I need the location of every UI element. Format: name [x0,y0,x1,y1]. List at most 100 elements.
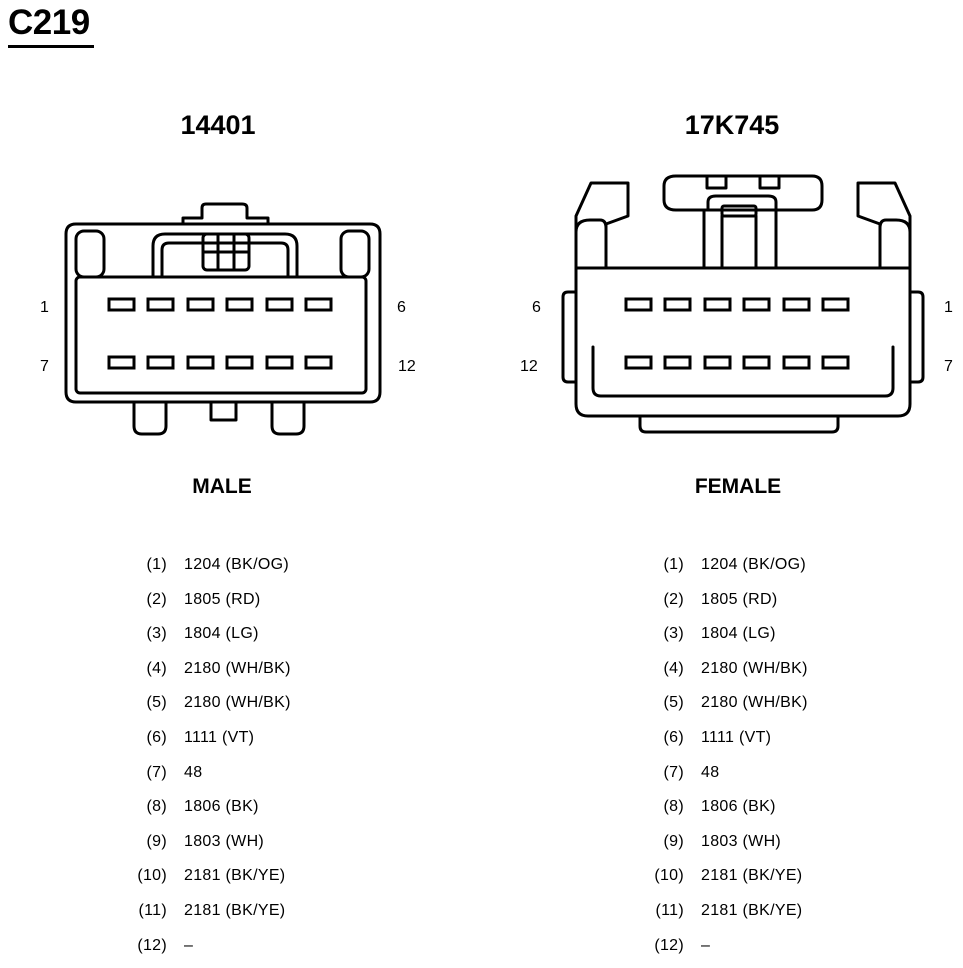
pin-circuit: 1204 (BK/OG) [701,556,806,573]
female-pin-cavity [742,297,771,312]
female-pin-label-bottom-left: 12 [520,358,538,375]
female-top-latch [662,174,824,212]
female-pin-row: (10) 2181 (BK/YE) [654,864,808,899]
female-pin-row: (4) 2180 (WH/BK) [664,657,808,692]
female-pin-cavity [624,297,653,312]
pin-number: (9) [663,832,684,850]
pin-circuit: 1111 (VT) [184,728,255,746]
pin-number: (9) [146,832,167,850]
male-pin-label-top-left: 1 [40,299,49,316]
pin-number: (12) [137,936,167,954]
pin-number: (6) [663,728,684,746]
pin-circuit: 2180 (WH/BK) [701,694,808,712]
pin-circuit: 1803 (WH) [184,832,265,850]
female-pin-cavity [703,355,732,370]
pin-circuit: 48 [701,763,720,781]
male-pin-row: (8) 1806 (BK) [147,795,291,830]
pin-circuit: 2180 (WH/BK) [184,694,291,712]
pin-number: (8) [663,798,684,816]
female-pin-row: (11)2181 (BK/YE) [656,899,808,934]
pin-circuit: – [184,936,194,954]
male-pin-row: (4)2180 (WH/BK) [147,657,291,692]
pin-number: (5) [663,694,684,712]
title-underline [8,45,94,48]
male-pin-cavity [304,297,333,312]
male-pin-row: (6)1111 (VT) [147,726,291,761]
male-center-arch-inner [160,241,290,279]
pin-number: (3) [663,625,684,643]
male-connector-diagram [64,202,382,436]
male-pin-label-bottom-right: 12 [398,358,416,375]
male-pin-label-top-right: 6 [397,299,406,316]
pin-number: (7) [146,763,167,781]
pin-circuit: 2181 (BK/YE) [184,901,286,919]
male-left-foot [132,400,168,436]
female-pin-row: (9) 1803 (WH) [664,830,808,865]
female-pin-cavity [782,355,811,370]
female-pin-cavity-panel [591,345,895,398]
male-label: MALE [192,475,252,498]
female-connector-diagram [561,174,925,434]
pin-number: (2) [146,590,167,608]
female-pin-row: (7) 48 [664,761,808,796]
pin-circuit: 2181 (BK/YE) [701,867,803,885]
female-pin-row: (6)1111 (VT) [664,726,808,761]
female-pin-cavity [821,297,850,312]
male-pin-cavity [186,297,215,312]
female-part-number: 17K745 [684,110,780,140]
male-pin-cavities [107,297,333,370]
pin-circuit: 2180 (WH/BK) [701,659,808,677]
female-pin-label-top-right: 1 [944,299,953,316]
pin-circuit: 1806 (BK) [701,798,776,816]
male-pin-list: (1)1204 (BK/OG)(2)1805 (RD)(3)1804 (LG)(… [137,553,291,968]
connector-title: C219 [8,3,90,42]
male-pin-row: (9) 1803 (WH) [147,830,291,865]
male-pin-cavity [186,355,215,370]
male-pin-cavity [304,355,333,370]
pin-circuit: 1804 (LG) [184,625,259,643]
male-pin-cavity [146,297,175,312]
female-bottom-foot [638,414,840,434]
female-pin-row: (8) 1806 (BK) [664,795,808,830]
male-pin-row: (1)1204 (BK/OG) [147,553,291,588]
pin-circuit: 1804 (LG) [701,625,776,643]
pin-circuit: 1803 (WH) [701,832,782,850]
male-pin-row: (12)– [137,934,291,968]
pin-circuit: 48 [184,763,203,781]
female-label: FEMALE [694,475,782,498]
female-pin-cavity [782,297,811,312]
female-pin-cavity [663,355,692,370]
pin-circuit: 1805 (RD) [701,590,778,608]
male-pin-cavity-panel [74,275,368,395]
female-right-side-tab [908,290,925,384]
male-part-number: 14401 [180,110,256,140]
female-pin-list: (1)1204 (BK/OG) (2) 1805 (RD) (3) 1804 (LG) (… [654,553,808,968]
male-pin-row: (2)1805 (RD) [147,588,291,623]
male-pin-row: (3) 1804 (LG) [147,622,291,657]
female-pin-cavity [742,355,771,370]
male-pin-label-bottom-left: 7 [40,358,49,375]
male-pin-cavity [225,297,254,312]
male-pin-row: (11)2181 (BK/YE) [139,899,291,934]
female-pin-label-top-left: 6 [532,299,541,316]
male-pin-row: (7) 48 [147,761,291,796]
pin-number: (4) [663,659,684,677]
male-pin-cavity [225,355,254,370]
male-top-latch [181,202,270,226]
pin-number: (10) [654,867,684,885]
pin-number: (2) [663,590,684,608]
pin-number: (3) [146,625,167,643]
female-pin-row: (5) 2180 (WH/BK) [664,691,808,726]
male-right-foot [270,400,306,436]
pin-circuit: 2181 (BK/YE) [701,901,803,919]
female-pin-cavity [703,297,732,312]
male-left-post [74,229,106,279]
pin-number: (7) [663,763,684,781]
female-pin-cavity [663,297,692,312]
pin-number: (8) [146,798,167,816]
pin-circuit: 1806 (BK) [184,798,259,816]
male-pin-cavity [107,297,136,312]
female-pin-row: (1)1204 (BK/OG) [664,553,808,588]
pin-number: (10) [137,867,167,885]
